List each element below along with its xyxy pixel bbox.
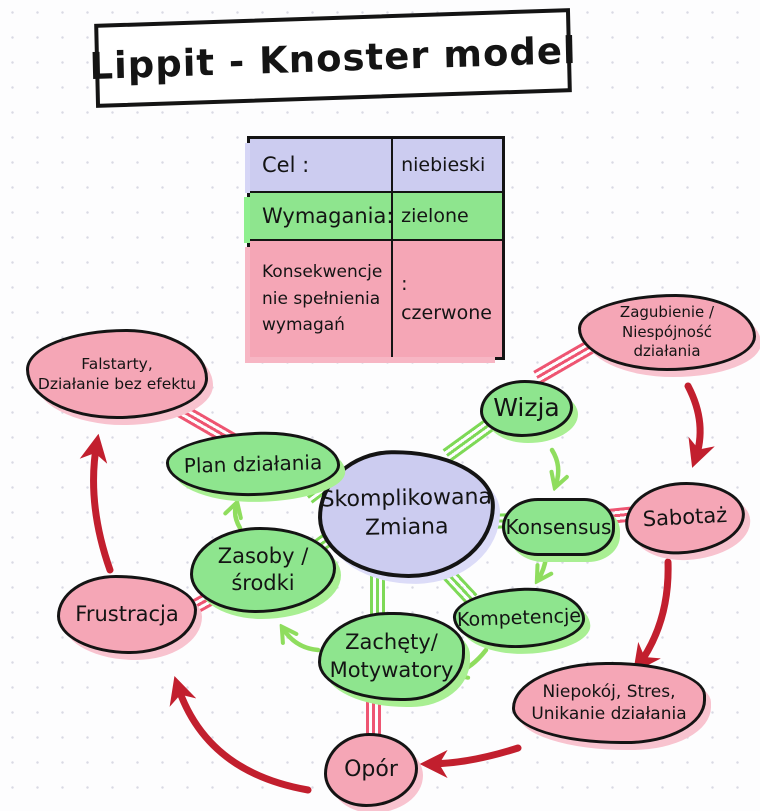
legend-table: Cel : niebieski Wymagania: zielone Konse…: [247, 136, 505, 360]
node-consensus: Konsensus: [502, 498, 615, 556]
node-complex-change: Skomplikowana Zmiana: [316, 448, 497, 580]
legend-label-goal: Cel :: [262, 153, 310, 177]
node-confusion: Zagubienie / Niespójność działania: [578, 294, 756, 371]
connector-center-incentives: [370, 576, 385, 618]
node-incentives: Zachęty/ Motywatory: [318, 612, 465, 701]
arrow-vision-to-consensus: [552, 447, 558, 484]
node-resources: Zasoby / środki: [190, 527, 336, 613]
legend-row-requirements: Wymagania: zielone: [250, 191, 502, 239]
node-anxiety-stress: Niepokój, Stres, Unikanie działania: [512, 662, 706, 744]
legend-value-goal: niebieski: [391, 139, 502, 191]
arrow-frustration-to-false-starts: [79, 433, 114, 574]
node-sabotage: Sabotaż: [623, 478, 747, 558]
connector-incentives-resistance: [366, 698, 381, 742]
legend-value-consequences: : czerwone: [391, 241, 502, 357]
legend-row-consequences: Konsekwencje nie spełnienia wymagań : cz…: [250, 239, 502, 357]
arrow-consensus-to-competencies: [539, 555, 546, 578]
arrow-resources-to-plan: [235, 506, 240, 531]
legend-value-requirements: zielone: [391, 193, 502, 239]
node-resistance: Opór: [324, 733, 418, 807]
legend-label-requirements: Wymagania:: [262, 204, 394, 228]
node-false-starts: Falstarty, Działanie bez efektu: [26, 329, 208, 419]
node-vision: Wizja: [480, 380, 573, 437]
node-frustration: Frustracja: [57, 575, 197, 654]
arrow-sabotage-to-anxiety: [633, 558, 672, 673]
arrow-incentives-to-resources: [284, 630, 321, 653]
title-box: Lippit - Knoster model: [89, 8, 577, 108]
arrow-anxiety-to-resistance: [419, 744, 522, 778]
title-text: Lippit - Knoster model: [88, 28, 578, 88]
arrow-confusion-to-sabotage: [684, 382, 715, 468]
legend-row-goal: Cel : niebieski: [250, 139, 502, 191]
legend-label-consequences: Konsekwencje nie spełnienia wymagań: [262, 262, 383, 336]
arrow-resistance-to-frustration: [169, 675, 312, 794]
